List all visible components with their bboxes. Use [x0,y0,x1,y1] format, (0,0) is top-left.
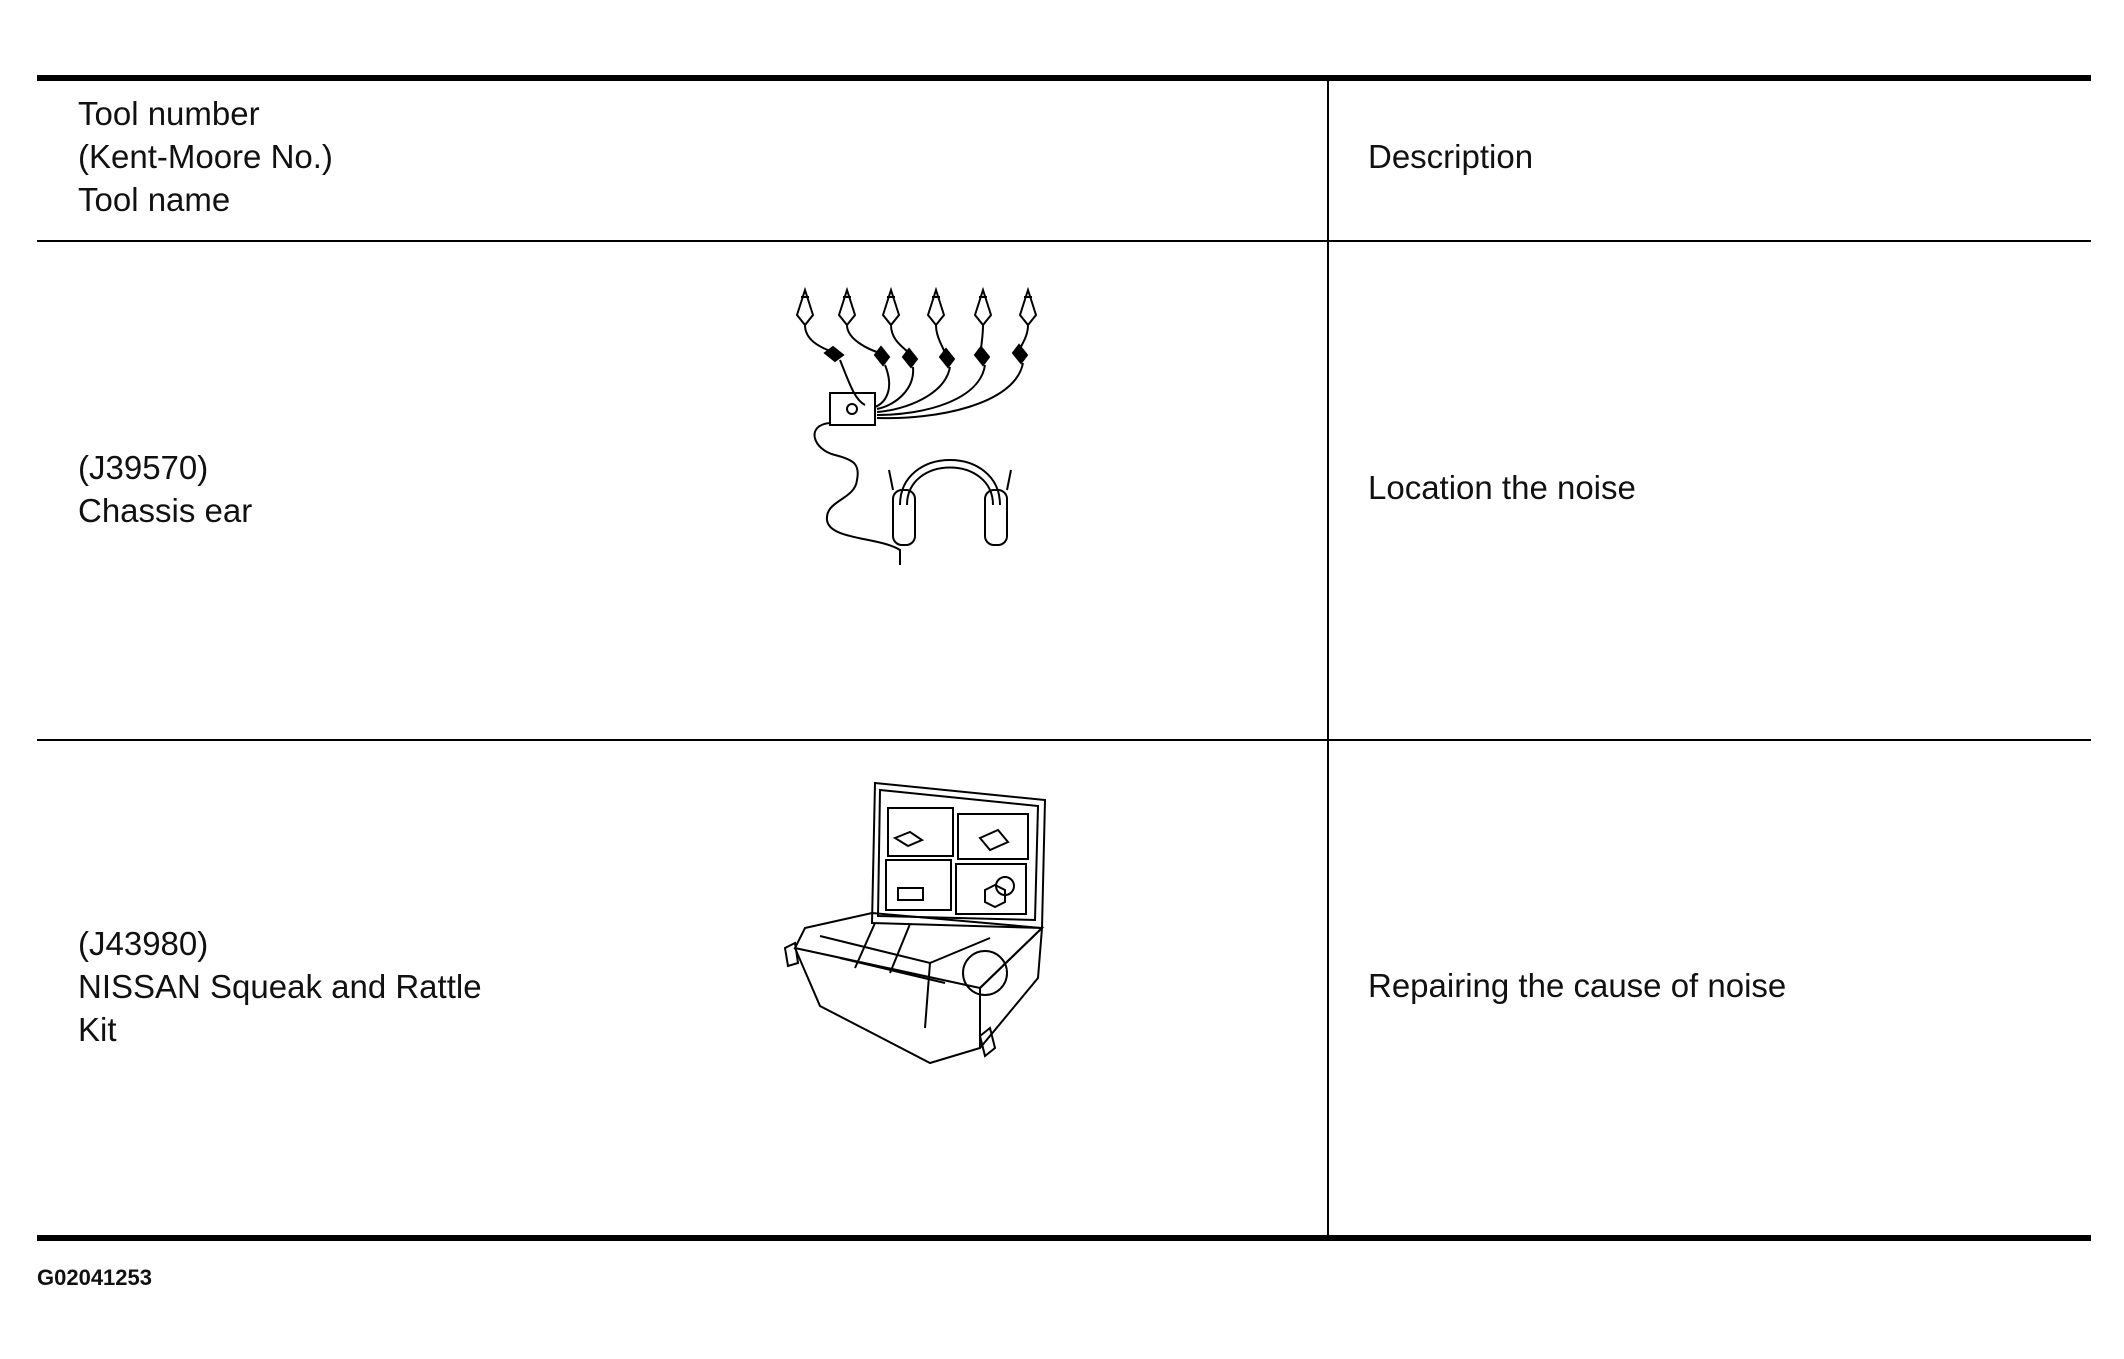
description-cell: Repairing the cause of noise [1368,967,1787,1004]
tool-name-cell: (J39570) Chassis ear [78,449,253,529]
row-divider-rule [37,739,2091,741]
header-bottom-rule [37,240,2091,242]
table-bottom-rule [37,1235,2091,1241]
kit-lid [870,781,1047,930]
figure-code: G02041253 [37,1265,152,1290]
chassis-ear-illustration [795,286,1038,565]
table-top-rule [37,75,2091,81]
description-column-header: Description [1368,138,1534,175]
headphone-cable [813,422,901,565]
microphones [823,343,1029,369]
tool-name-cell: (J43980) NISSAN Squeak and Rattle Kit [78,925,482,1048]
description-cell: Location the noise [1368,469,1636,506]
headphones [888,459,1012,546]
amplifier-box [829,392,876,426]
squeak-rattle-kit-illustration [783,781,1047,1065]
kit-tray [783,911,1045,1065]
wires [804,324,1029,420]
alligator-clips [795,286,1038,327]
column-divider [1327,78,1329,1238]
volume-knob [846,403,858,415]
tool-column-header: Tool number (Kent-Moore No.) Tool name [78,95,333,218]
